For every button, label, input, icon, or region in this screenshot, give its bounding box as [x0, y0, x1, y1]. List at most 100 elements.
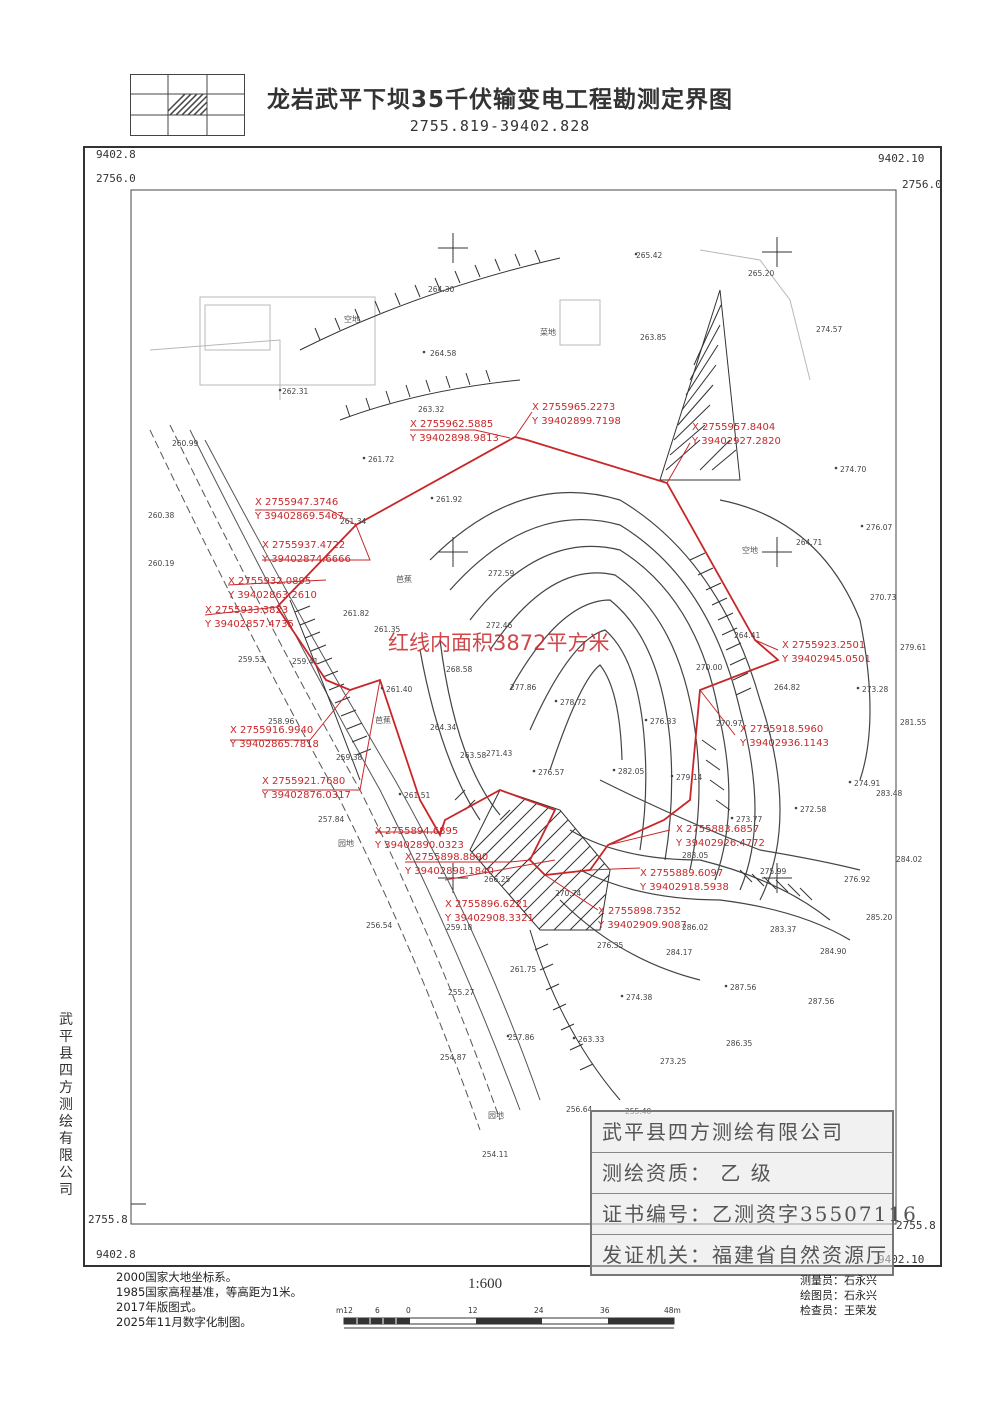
svg-text:287.56: 287.56: [808, 997, 834, 1006]
svg-text:菜地: 菜地: [540, 327, 556, 337]
corner-top-right-y: 9402.10: [878, 152, 925, 165]
pt-label-y: Y 39402945.0501: [781, 654, 871, 665]
pt-label-x: X 2755896.6221: [445, 899, 528, 910]
svg-text:263.32: 263.32: [418, 405, 444, 414]
svg-text:274.57: 274.57: [816, 325, 842, 334]
pt-label-y: Y 39402936.1143: [739, 738, 829, 749]
checker-credit: 检查员：王荣发: [800, 1304, 877, 1317]
svg-text:261.40: 261.40: [386, 685, 412, 694]
corner-top-right-x: 2756.0: [902, 178, 942, 191]
svg-text:264.34: 264.34: [430, 723, 456, 732]
svg-text:m12: m12: [336, 1306, 353, 1315]
svg-text:282.05: 282.05: [618, 767, 644, 776]
svg-text:274.91: 274.91: [854, 779, 880, 788]
svg-text:272.59: 272.59: [488, 569, 514, 578]
svg-text:263.33: 263.33: [578, 1035, 604, 1044]
svg-text:276.33: 276.33: [650, 717, 676, 726]
svg-text:265.20: 265.20: [748, 269, 774, 278]
svg-text:273.25: 273.25: [660, 1057, 686, 1066]
slope-hatch-road: [289, 249, 561, 781]
pt-label-y: Y 39402863.2610: [227, 590, 317, 601]
corner-top-left-y: 9402.8: [96, 148, 136, 161]
map-notes: 2000国家大地坐标系。 1985国家高程基准，等高距为1米。 2017年版图式…: [116, 1270, 302, 1330]
svg-text:276.35: 276.35: [597, 941, 623, 950]
slope-hatch-hill: [454, 552, 813, 901]
svg-text:260.99: 260.99: [172, 439, 198, 448]
svg-text:276.07: 276.07: [866, 523, 892, 532]
svg-text:271.43: 271.43: [486, 749, 512, 758]
svg-text:256.54: 256.54: [366, 921, 392, 930]
svg-text:273.77: 273.77: [736, 815, 762, 824]
pt-label-y: Y 39402865.7818: [229, 739, 319, 750]
svg-text:260.19: 260.19: [148, 559, 174, 568]
svg-text:284.17: 284.17: [666, 948, 692, 957]
svg-text:257.86: 257.86: [508, 1033, 534, 1042]
svg-text:259.18: 259.18: [446, 923, 472, 932]
svg-text:259.38: 259.38: [336, 753, 362, 762]
sheet-index-grid: [130, 74, 245, 136]
pt-label-y: Y 39402908.3321: [444, 913, 534, 924]
corner-bottom-left-y: 9402.8: [96, 1248, 136, 1261]
survey-points: [278, 252, 864, 1040]
svg-text:270.97: 270.97: [716, 719, 742, 728]
svg-text:261.51: 261.51: [404, 791, 430, 800]
svg-text:24: 24: [534, 1306, 544, 1315]
svg-text:256.64: 256.64: [566, 1105, 592, 1114]
pt-label-x: X 2755962.5885: [410, 419, 493, 430]
current-sheet-hatch: [168, 94, 207, 115]
corner-bottom-right-x: 2755.8: [896, 1219, 936, 1232]
svg-text:258.96: 258.96: [268, 717, 294, 726]
svg-text:281.55: 281.55: [900, 718, 926, 727]
note-elevation: 1985国家高程基准，等高距为1米。: [116, 1285, 303, 1299]
pt-label-y: Y 39402926.4772: [675, 838, 765, 849]
map-title: 龙岩武平下坝35千伏输变电工程勘测定界图: [266, 87, 733, 113]
svg-text:262.31: 262.31: [282, 387, 308, 396]
surveyor-credit: 测量员：石永兴: [800, 1274, 877, 1287]
sheet-number: 2755.819-39402.828: [409, 117, 591, 135]
pt-label-y: Y 39402898.9813: [409, 433, 499, 444]
pt-label-x: X 2755889.6097: [640, 868, 723, 879]
stamp-qualification: 测绘资质： 乙 级: [592, 1153, 892, 1194]
slope-hatch-ne: [659, 289, 741, 481]
grid-crosses: [131, 233, 792, 1205]
pt-label-y: Y 39402874.6666: [261, 554, 351, 565]
svg-text:36: 36: [600, 1306, 610, 1315]
note-legend-standard: 2017年版图式。: [116, 1300, 203, 1314]
svg-text:254.11: 254.11: [482, 1150, 508, 1159]
pt-label-x: X 2755923.2501: [782, 640, 865, 651]
svg-text:263.85: 263.85: [640, 333, 666, 342]
note-coordinate-system: 2000国家大地坐标系。: [116, 1270, 238, 1284]
outer-frame: [83, 146, 942, 1267]
scale-bar: m12 6 0 12 24 36 48m: [336, 1306, 681, 1329]
area-label: 红线内面积3872平方米: [388, 631, 609, 655]
svg-text:264.71: 264.71: [796, 538, 822, 547]
svg-text:270.74: 270.74: [555, 889, 581, 898]
svg-text:259.53: 259.53: [238, 655, 264, 664]
svg-text:48m: 48m: [664, 1306, 681, 1315]
svg-text:279.61: 279.61: [900, 643, 926, 652]
svg-text:255.27: 255.27: [448, 988, 474, 997]
svg-text:259.41: 259.41: [292, 657, 318, 666]
land-use-annotations: 空地 空地 芭蕉 芭蕉 园地 园地 菜地: [338, 314, 758, 1120]
pt-label-y: Y 39402869.5467: [254, 511, 344, 522]
svg-text:275.99: 275.99: [760, 867, 786, 876]
inner-frame: [130, 189, 897, 1225]
stamp-company: 武平县四方测绘有限公司: [592, 1112, 892, 1153]
svg-text:270.00: 270.00: [696, 663, 722, 672]
svg-text:261.82: 261.82: [343, 609, 369, 618]
svg-text:272.58: 272.58: [800, 805, 826, 814]
svg-text:273.28: 273.28: [862, 685, 888, 694]
svg-text:261.35: 261.35: [374, 625, 400, 634]
pt-label-y: Y 39402918.5938: [639, 882, 729, 893]
svg-text:276.57: 276.57: [538, 768, 564, 777]
svg-text:空地: 空地: [742, 545, 758, 555]
surveyor-company-vertical: 武平县四方测绘有限公司: [59, 1012, 73, 1198]
svg-text:264.30: 264.30: [428, 285, 454, 294]
svg-text:265.42: 265.42: [636, 251, 662, 260]
svg-text:空地: 空地: [344, 314, 360, 324]
svg-text:6: 6: [375, 1306, 380, 1315]
pt-label-x: X 2755937.4722: [262, 540, 345, 551]
pt-label-y: Y 39402857.4735: [204, 619, 294, 630]
pt-label-x: X 2755947.3746: [255, 497, 338, 508]
